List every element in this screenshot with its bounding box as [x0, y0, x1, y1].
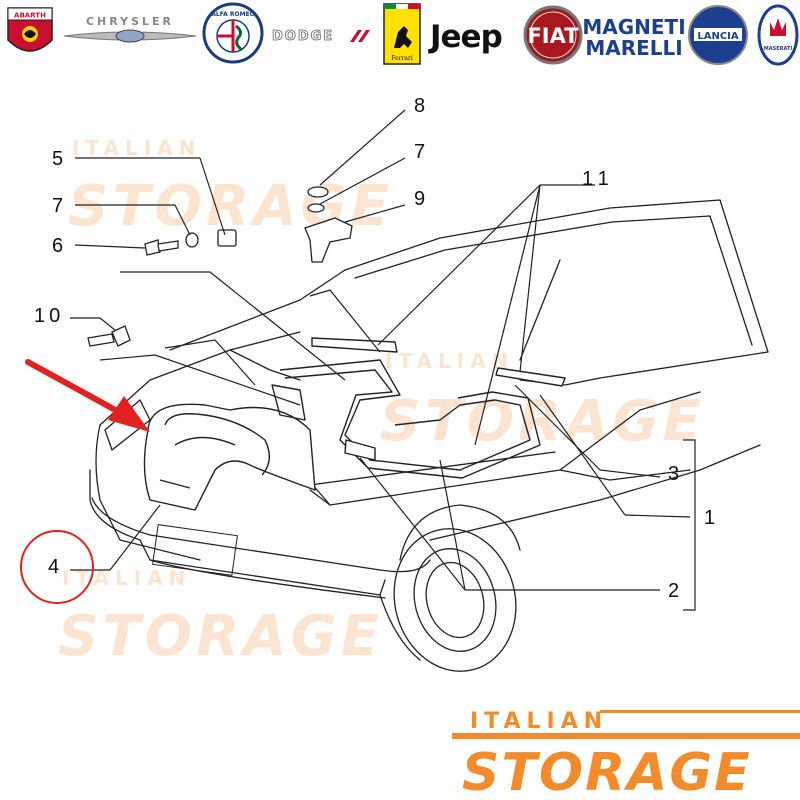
- lancia-logo: LANCIA: [688, 5, 748, 65]
- watermark: ITALIAN STORAGE ITALIAN STORAGE ITALIAN …: [58, 136, 705, 669]
- abarth-logo: ABARTH: [7, 7, 53, 52]
- callout-labels: 5 7 6 10 8 7 9 11 3 1 2 4: [34, 95, 715, 602]
- callout-6: 6: [52, 235, 63, 257]
- dodge-label: DODGE: [272, 29, 334, 44]
- dodge-logo: DODGE: [272, 29, 370, 44]
- jeep-label: Jeep: [428, 19, 502, 55]
- callout-10: 10: [34, 305, 64, 327]
- fiat-logo: FIAT: [523, 5, 583, 65]
- highlight-circle: [20, 530, 94, 604]
- magneti-marelli-logo: MAGNETI MARELLI: [582, 15, 685, 60]
- chrysler-label: CHRYSLER: [86, 15, 174, 28]
- jeep-logo: Jeep: [428, 19, 503, 55]
- logo-italian: ITALIAN: [470, 709, 608, 734]
- ferrari-label: Ferrari: [391, 55, 413, 62]
- maserati-label: MASERATI: [764, 46, 793, 52]
- magneti-label: MAGNETI: [582, 15, 685, 39]
- fiat-label: FIAT: [527, 24, 579, 48]
- chrysler-logo: CHRYSLER: [63, 15, 197, 43]
- bolt-part-10: [111, 325, 131, 347]
- watermark-big-right: STORAGE: [380, 389, 705, 454]
- clip-part-5: [217, 229, 237, 247]
- callout-3: 3: [668, 463, 679, 485]
- hardware-parts: [87, 186, 353, 347]
- abarth-label: ABARTH: [14, 12, 46, 20]
- bolt-part-6: [144, 239, 161, 256]
- alfa-romeo-logo: ALFA ROMEO: [202, 2, 264, 64]
- callout-1: 1: [704, 507, 715, 529]
- watermark-small-right: ITALIAN: [385, 349, 514, 373]
- wheel-arch-liner: [143, 403, 316, 511]
- marelli-label: MARELLI: [585, 36, 682, 60]
- callout-9: 9: [414, 188, 425, 210]
- italian-storage-logo: ITALIAN STORAGE: [452, 709, 800, 800]
- ferrari-logo: Ferrari: [383, 3, 421, 65]
- watermark-small-top: ITALIAN: [72, 136, 201, 160]
- brand-logo-strip: ABARTH CHRYSLER ALFA ROMEO DODGE: [7, 2, 799, 66]
- washer-part-7-lower: [185, 232, 199, 248]
- washer-part-7-upper: [307, 203, 325, 213]
- highlight-annotation: [20, 359, 150, 604]
- logo-storage: STORAGE: [462, 743, 752, 800]
- callout-7-right: 7: [414, 141, 425, 163]
- callout-2: 2: [668, 580, 679, 602]
- red-arrow-icon: [25, 359, 150, 432]
- callout-4: 4: [48, 556, 59, 578]
- maserati-logo: MASERATI: [757, 4, 799, 66]
- leader-lines: [70, 109, 696, 611]
- callout-8: 8: [414, 95, 425, 117]
- bracket-part-9: [304, 217, 353, 263]
- callout-5: 5: [52, 148, 63, 170]
- callout-7-left: 7: [52, 195, 63, 217]
- alfa-romeo-label: ALFA ROMEO: [211, 11, 255, 18]
- lancia-label: LANCIA: [697, 31, 739, 42]
- seal-parts: [271, 337, 566, 479]
- nut-part-8: [307, 186, 329, 198]
- callout-11: 11: [582, 168, 615, 190]
- watermark-big-bottom: STORAGE: [58, 604, 383, 669]
